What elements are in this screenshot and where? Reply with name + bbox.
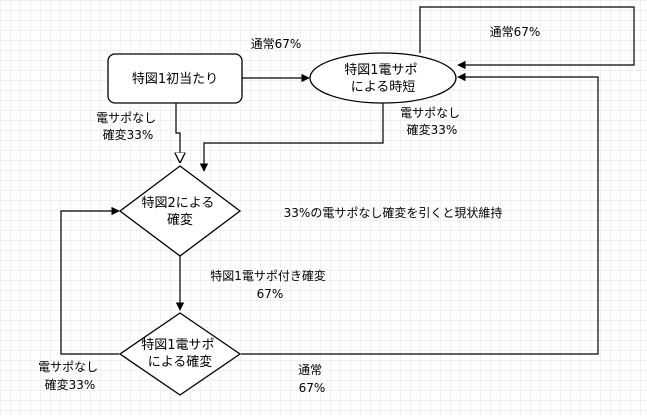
node-kakuhen1-label: 特図1電サポ による確変 [141,338,218,370]
edge-label-start-to-kakuhen2: 電サポなし 確変33% [96,111,160,142]
node-start[interactable]: 特図1初当たり [107,53,243,104]
edge-label-start-to-jitan: 通常67% [251,37,302,51]
node-jitan[interactable]: 特図1電サポ による時短 [309,52,457,104]
edge-label-jitan-loop: 通常67% [490,25,541,39]
edge-kakuhen1-to-kakuhen2 [60,206,120,355]
node-kakuhen2-label: 特図2による 確変 [141,196,218,228]
edge-kakuhen1-to-jitan [241,72,599,355]
edge-jitan-loop [419,6,635,70]
edge-label-kakuhen1-to-jitan: 通常 67% [298,363,326,395]
edge-label-kakuhen2-to-kakuhen1: 特図1電サポ付き確変 67% [210,268,329,301]
edge-jitan-to-kakuhen2 [199,101,384,172]
edge-label-kakuhen1-to-kakuhen2: 電サポなし 確変33% [38,360,102,392]
node-jitan-label: 特図1電サポ による時短 [344,63,421,95]
node-kakuhen2[interactable]: 特図2による 確変 [118,165,242,257]
node-kakuhen1[interactable]: 特図1電サポ による確変 [118,312,242,396]
edge-start-to-kakuhen2 [176,103,180,162]
edge-label-jitan-to-kakuhen2: 電サポなし 確変33% [400,106,464,137]
note-text: 33%の電サポなし確変を引くと現状維持 [284,205,503,220]
node-start-label: 特図1初当たり [132,72,218,87]
